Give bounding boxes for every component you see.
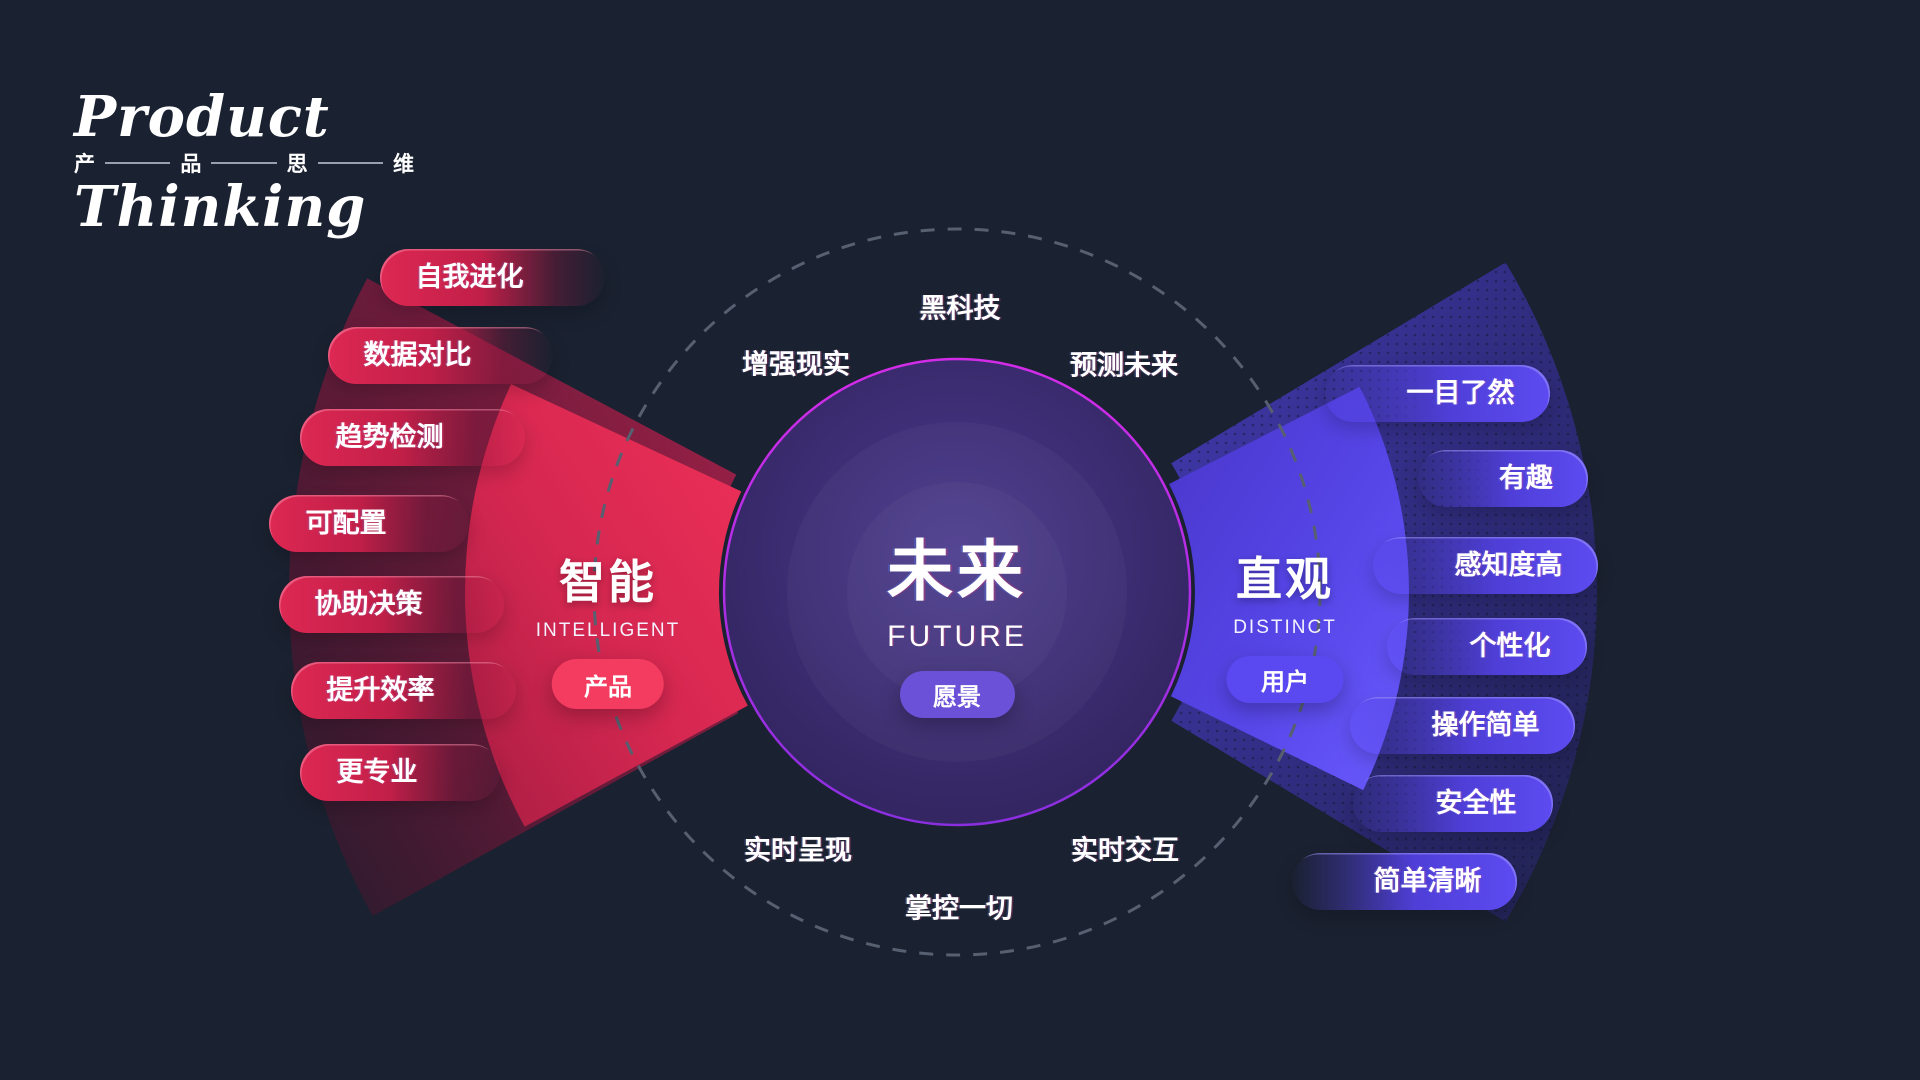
center-badge: 愿景 [899,671,1015,718]
logo-subchar: 品 [180,153,202,176]
left-fan-title: 智能 [558,556,657,608]
left-fan-pill-6: 提升效率 [291,662,516,719]
orbit-label-top-right: 预测未来 [1070,350,1178,381]
left-fan-badge: 产品 [551,659,664,709]
logo: Product 产 品 思 维 Thinking [74,86,434,238]
right-fan-pill-7: 简单清晰 [1292,853,1517,910]
left-fan-pill-3: 趋势检测 [300,409,525,466]
center-subtitle: FUTURE [887,620,1027,653]
center-circle [722,357,1192,827]
logo-subchar: 思 [286,153,308,176]
left-fan-wedge [464,384,748,827]
orbit-label-top-left: 增强现实 [742,349,850,380]
orbit-label-top: 黑科技 [919,293,1001,324]
left-fan-pill-1: 自我进化 [380,249,605,306]
right-fan-subtitle: DISTINCT [1233,617,1337,638]
center-heading: 未来 FUTURE 愿景 [887,518,1027,718]
right-fan-pill-5: 操作简单 [1350,697,1575,754]
right-fan-pill-3: 感知度高 [1373,537,1598,594]
dashed-orbit-ring [592,227,1322,957]
left-fan-subtitle: INTELLIGENT [535,620,681,641]
logo-divider-line [317,162,383,164]
orbit-label-bottom-left: 实时呈现 [744,835,852,866]
left-fan-pill-7: 更专业 [300,744,500,801]
logo-line1: Product [74,84,330,150]
right-fan-pill-4: 个性化 [1387,618,1587,675]
left-fan-pill-5: 协助决策 [279,576,504,633]
right-fan-pill-1: 一目了然 [1325,365,1550,422]
center-title: 未来 [887,534,1027,608]
right-fan-heading: 直观 DISTINCT 用户 [1226,543,1344,703]
left-fan-pill-2: 数据对比 [328,327,553,384]
orbit-label-bottom-right: 实时交互 [1071,835,1179,866]
logo-subtitle-row: 产 品 思 维 [74,150,414,176]
right-fan-pill-6: 安全性 [1353,775,1553,832]
logo-divider-line [105,162,171,164]
logo-divider-line [211,162,277,164]
left-fan-heading: 智能 INTELLIGENT 产品 [536,546,680,709]
right-fan-pill-2: 有趣 [1418,450,1588,507]
right-fan-badge: 用户 [1226,656,1344,703]
left-fan-pill-4: 可配置 [269,495,469,552]
logo-subchar: 产 [74,153,95,176]
logo-line2: Thinking [74,174,367,240]
logo-subchar: 维 [392,153,414,176]
orbit-label-bottom: 掌控一切 [905,893,1013,924]
right-fan-title: 直观 [1236,553,1334,605]
